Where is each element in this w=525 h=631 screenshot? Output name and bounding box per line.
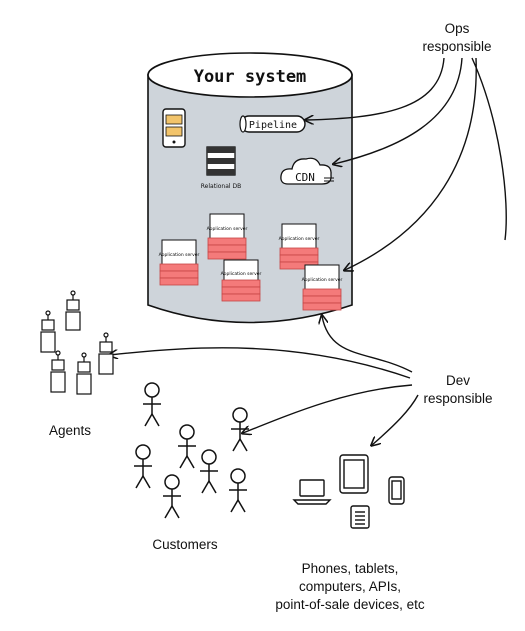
app-server-label: Application server bbox=[302, 277, 343, 283]
app-server-label: Application server bbox=[207, 226, 248, 232]
phone-icon bbox=[388, 476, 405, 505]
database-icon: Relational DB bbox=[201, 146, 241, 190]
agents-label: Agents bbox=[48, 423, 92, 438]
devices-icons bbox=[292, 454, 405, 529]
pipeline-label: Pipeline bbox=[249, 120, 297, 131]
ops-label: Ops responsible bbox=[422, 21, 492, 54]
app-server-label: Application server bbox=[221, 271, 262, 277]
app-server-1: Application server bbox=[159, 239, 200, 286]
app-server-2: Application server bbox=[207, 213, 248, 260]
devices-label: Phones, tablets, computers, APIs, point-… bbox=[275, 561, 425, 612]
ops-arrows bbox=[306, 57, 507, 270]
app-server-4: Application server bbox=[279, 223, 320, 270]
pipeline-component: Pipeline bbox=[239, 115, 306, 133]
app-server-5: Application server bbox=[302, 264, 343, 311]
db-label: Relational DB bbox=[201, 183, 241, 190]
pos-terminal-icon bbox=[350, 505, 370, 529]
device-icon bbox=[162, 108, 186, 148]
app-server-3: Application server bbox=[221, 259, 262, 302]
dev-arrows bbox=[110, 316, 419, 445]
tablet-icon bbox=[339, 454, 369, 494]
cdn-label: CDN bbox=[295, 171, 315, 184]
customers-label: Customers bbox=[152, 537, 218, 552]
laptop-icon bbox=[292, 479, 332, 505]
cdn-cloud-icon: CDN bbox=[280, 157, 334, 185]
app-server-label: Application server bbox=[159, 252, 200, 258]
customers-stick-figures bbox=[134, 382, 249, 519]
app-server-label: Application server bbox=[279, 236, 320, 242]
dev-label: Dev responsible bbox=[423, 373, 493, 406]
agents-robots bbox=[40, 290, 114, 395]
system-title: Your system bbox=[194, 67, 307, 87]
